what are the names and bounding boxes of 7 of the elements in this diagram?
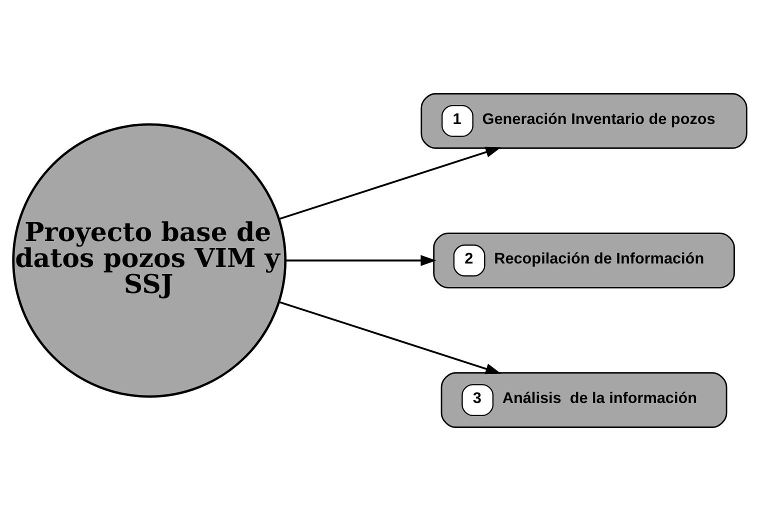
arrow xyxy=(278,146,502,220)
arrow xyxy=(286,255,436,266)
node-box: 1 Generación Inventario de pozos xyxy=(420,93,748,149)
node-circle: Proyecto base de datos pozos VIM y SSJ xyxy=(12,123,287,398)
arrow xyxy=(278,301,502,374)
node-box: 2 Recopilación de Información xyxy=(433,232,735,288)
node-box: 3 Análisis de la información xyxy=(440,372,728,428)
